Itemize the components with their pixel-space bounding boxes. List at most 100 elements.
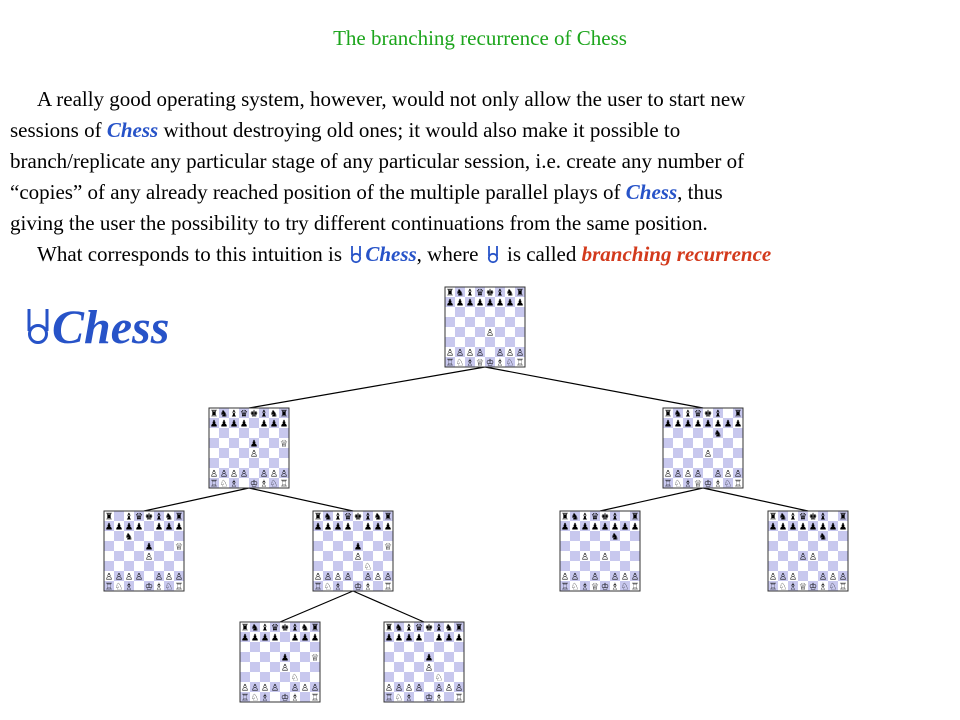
board-square [270, 652, 280, 662]
chess-piece: ♟ [385, 632, 393, 643]
chess-piece: ♟ [621, 521, 629, 532]
board-square [164, 561, 174, 571]
board-square [363, 511, 373, 521]
board-square [209, 478, 219, 488]
board-square [505, 347, 515, 357]
board-square [768, 541, 778, 551]
chess-piece: ♟ [819, 521, 827, 532]
board-square [630, 551, 640, 561]
board-square [713, 428, 723, 438]
chess-piece: ♛ [694, 408, 702, 419]
chess-piece: ♕ [311, 652, 319, 663]
body-paragraph: A really good operating system, however,… [10, 84, 960, 270]
board-square [515, 317, 525, 327]
board-square [444, 672, 454, 682]
board-square [838, 511, 848, 521]
chess-piece: ♝ [364, 511, 372, 522]
chess-piece: ♙ [155, 571, 163, 582]
board-square [723, 428, 733, 438]
board-square [818, 511, 828, 521]
board-square [475, 357, 485, 367]
board-square [703, 418, 713, 428]
chess-piece: ♟ [425, 652, 433, 663]
board-square [454, 622, 464, 632]
board-square [703, 468, 713, 478]
board-square [404, 622, 414, 632]
board-square [768, 571, 778, 581]
board-square [424, 682, 434, 692]
chess-piece: ♟ [261, 632, 269, 643]
board-square [134, 581, 144, 591]
board-square [144, 581, 154, 591]
chess-piece: ♕ [280, 438, 288, 449]
board-square [444, 662, 454, 672]
chess-piece: ♞ [611, 531, 619, 542]
board-square [313, 551, 323, 561]
board-square [310, 692, 320, 702]
board-square [475, 287, 485, 297]
board-square [703, 428, 713, 438]
board-square [515, 307, 525, 317]
board-square [114, 551, 124, 561]
chess-piece: ♟ [734, 418, 742, 429]
board-square [580, 521, 590, 531]
chess-piece: ♜ [384, 511, 392, 522]
board-square [174, 511, 184, 521]
chess-piece: ♙ [270, 468, 278, 479]
board-square [808, 551, 818, 561]
board-square [260, 672, 270, 682]
board-square [733, 418, 743, 428]
board-square [174, 541, 184, 551]
board-frame [103, 510, 185, 592]
chess-piece: ♝ [291, 622, 299, 633]
chess-keyword: Chess [365, 242, 417, 266]
board-square [788, 511, 798, 521]
board-square [434, 682, 444, 692]
board-square [280, 632, 290, 642]
board-square [495, 297, 505, 307]
chess-piece: ♟ [601, 521, 609, 532]
board-square [723, 478, 733, 488]
chess-piece: ♟ [281, 652, 289, 663]
chess-piece: ♟ [704, 418, 712, 429]
board-square [270, 622, 280, 632]
chess-piece: ♙ [724, 468, 732, 479]
board-square [124, 561, 134, 571]
chess-piece: ♜ [175, 511, 183, 522]
chess-piece: ♟ [395, 632, 403, 643]
board-square [383, 541, 393, 551]
board-square [580, 581, 590, 591]
board-square [383, 551, 393, 561]
board-square [445, 327, 455, 337]
board-square [444, 692, 454, 702]
board-square [798, 551, 808, 561]
tree-edge [599, 487, 704, 512]
board-square [590, 551, 600, 561]
chess-piece: ♜ [631, 511, 639, 522]
board-square [290, 622, 300, 632]
board-square [663, 478, 673, 488]
board-square [673, 458, 683, 468]
chess-piece: ♙ [561, 571, 569, 582]
board-square [818, 551, 828, 561]
board-square [590, 571, 600, 581]
board-square [838, 571, 848, 581]
board-square [590, 561, 600, 571]
chess-piece: ♙ [344, 571, 352, 582]
chess-piece: ♙ [374, 571, 382, 582]
chess-board-b1: ♜♞♝♛♚♝♜♟♟♟♟♟♟♟♟♞♙♙♙♙♙♙♙♙♖♘♗♕♔♗♘♖ [559, 510, 641, 592]
board-square [383, 521, 393, 531]
board-square [134, 561, 144, 571]
board-square [353, 581, 363, 591]
chess-piece: ♟ [684, 418, 692, 429]
board-square [144, 551, 154, 561]
board-square [250, 682, 260, 692]
board-square [290, 672, 300, 682]
board-square [240, 682, 250, 692]
chess-piece: ♟ [251, 632, 259, 643]
chess-piece: ♟ [694, 418, 702, 429]
chess-piece: ♟ [455, 632, 463, 643]
board-square [768, 551, 778, 561]
chess-board-a2b: ♜♞♝♛♚♝♞♜♟♟♟♟♟♟♟♟♙♘♙♙♙♙♙♙♙♖♘♗♔♗♖ [383, 621, 465, 703]
chess-piece: ♟ [611, 521, 619, 532]
